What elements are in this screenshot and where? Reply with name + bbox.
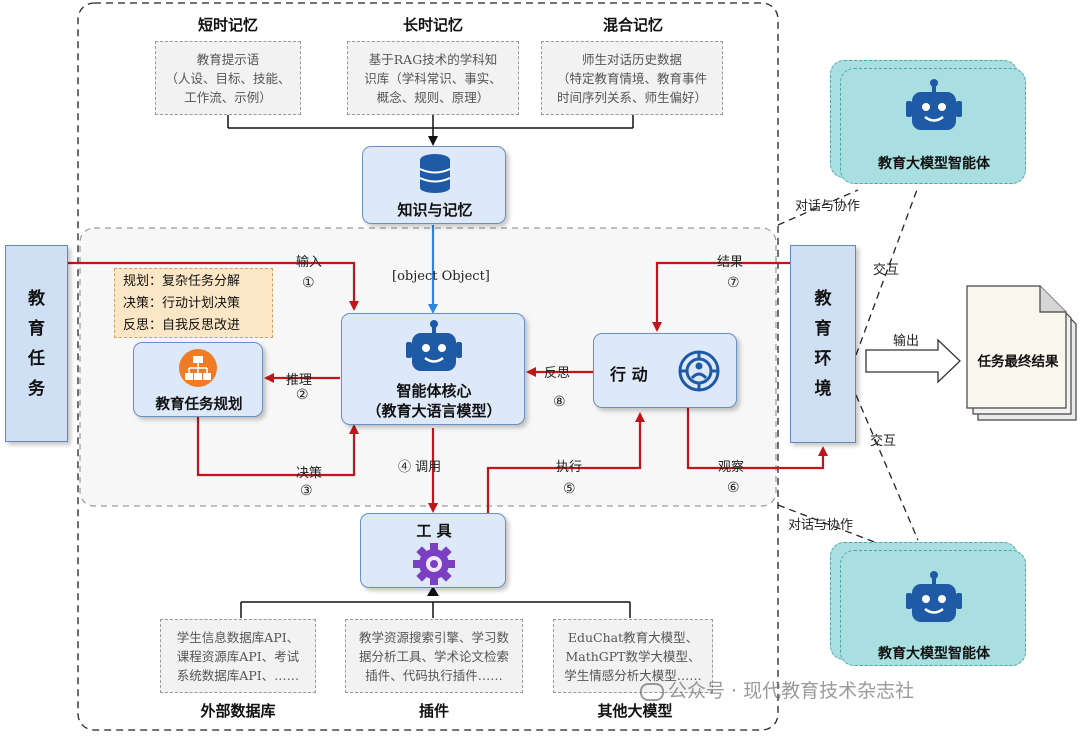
- education-task-box: 教育任务: [5, 245, 68, 442]
- reason-label: 推理: [286, 373, 313, 388]
- external-db-title: 外部数据库: [200, 702, 276, 720]
- plugin-box: 教学资源搜索引擎、学习数 据分析工具、学术论文检索 插件、代码执行插件……: [345, 619, 523, 693]
- mixed-memory-box: 师生对话历史数据 （特定教育情境、教育事件 时间序列关系、师生偏好）: [541, 41, 723, 115]
- final-result-label: 任务最终结果: [977, 354, 1059, 370]
- watermark-text: 公众号 · 现代教育技术杂志社: [668, 680, 915, 702]
- result-number: ⑦: [727, 275, 740, 291]
- dialog-top-label: 对话与协作: [795, 199, 861, 214]
- education-environment-box: 教育环境: [790, 245, 856, 443]
- agent-card-bottom: 教育大模型智能体: [840, 550, 1026, 666]
- plan-note-line: 决策：行动计划决策: [123, 296, 241, 311]
- execute-number: ⑤: [563, 481, 576, 497]
- knowledge-memory-box: 知识与记忆: [362, 146, 506, 224]
- observe-number: ⑥: [727, 480, 740, 496]
- agent-card-top: 教育大模型智能体: [840, 68, 1026, 184]
- interact-top-label: 交互: [873, 263, 900, 278]
- memory-connector: [227, 115, 634, 146]
- plan-note-line: 反思：自我反思改进: [123, 318, 241, 333]
- long-memory-title: 长时记忆: [402, 16, 463, 34]
- observe-label: 观察: [718, 460, 745, 475]
- input-arrow: [68, 261, 359, 311]
- final-result-doc: [966, 285, 1077, 421]
- vertical-char: 境: [814, 379, 832, 399]
- outer-container: [77, 2, 779, 731]
- agent-core-subtitle: （教育大语言模型）: [366, 402, 502, 420]
- plugin-title: 插件: [418, 702, 449, 720]
- agent-core-box: 智能体核心 （教育大语言模型）: [341, 313, 525, 425]
- robot-icon: [906, 79, 962, 130]
- reason-number: ②: [296, 387, 309, 403]
- vertical-char: 育: [28, 318, 45, 339]
- agent-connectors: [777, 186, 919, 549]
- other-models-box: EduChat教育大模型、 MathGPT数学大模型、 学生情感分析大模型……: [553, 619, 713, 693]
- vertical-char: 任: [28, 348, 45, 369]
- output-label: 输出: [893, 334, 920, 349]
- action-target-icon: [678, 350, 720, 392]
- database-icon: [419, 154, 451, 193]
- external-db-box: 学生信息数据库API、 课程资源库API、考试 系统数据库API、……: [160, 619, 316, 693]
- vertical-char: 环: [814, 349, 832, 369]
- reflect-label: 反思: [544, 366, 571, 381]
- output-arrow: [865, 338, 961, 384]
- tools-box: 工 具: [360, 513, 506, 588]
- task-planning-box: 教育任务规划: [133, 342, 263, 417]
- vertical-char: 育: [814, 319, 832, 339]
- vertical-char: 教: [814, 289, 832, 309]
- robot-icon: [406, 320, 462, 371]
- wechat-icon: [640, 682, 664, 701]
- reflect-number: ⑧: [553, 394, 566, 410]
- result-label: 结果: [717, 255, 744, 270]
- other-models-title: 其他大模型: [597, 702, 673, 720]
- gear-icon: [413, 543, 455, 585]
- observe-arrow: [686, 408, 828, 470]
- interact-bottom-label: 交互: [870, 434, 897, 449]
- agent-bottom-label: 教育大模型智能体: [878, 646, 990, 662]
- action-label: 行 动: [610, 365, 648, 384]
- watermark: 公众号 · 现代教育技术杂志社: [640, 676, 914, 703]
- education-task-label: 教育任务: [28, 284, 45, 404]
- retrieve-update-label: [object Object]: [392, 269, 490, 284]
- knowledge-memory-label: 知识与记忆: [397, 201, 473, 219]
- agent-top-label: 教育大模型智能体: [878, 156, 990, 172]
- org-chart-icon: [179, 349, 217, 387]
- planning-note: 规划：复杂任务分解 决策：行动计划决策 反思：自我反思改进: [114, 268, 273, 338]
- tools-label: 工 具: [416, 522, 452, 540]
- result-arrow: [652, 261, 790, 332]
- plan-note-line: 规划：复杂任务分解: [123, 274, 241, 289]
- short-memory-box: 教育提示语 （人设、目标、技能、 工作流、示例）: [155, 41, 301, 115]
- execute-arrow: [486, 412, 645, 513]
- invoke-label: ④ 调用: [398, 460, 442, 475]
- long-memory-box: 基于RAG技术的学科知 识库（学科常识、事实、 概念、规则、原理）: [347, 41, 519, 115]
- vertical-char: 教: [28, 288, 45, 309]
- short-memory-title: 短时记忆: [197, 16, 258, 34]
- input-number: ①: [302, 275, 315, 291]
- education-environment-label: 教育环境: [815, 284, 832, 404]
- vertical-char: 务: [28, 378, 45, 399]
- agent-core-title: 智能体核心: [396, 382, 472, 400]
- mixed-memory-title: 混合记忆: [602, 16, 663, 34]
- dialog-bottom-label: 对话与协作: [788, 518, 854, 533]
- decide-arrow: [196, 417, 359, 477]
- robot-icon: [906, 571, 962, 622]
- decide-number: ③: [300, 483, 313, 499]
- action-box: 行 动: [593, 333, 737, 408]
- input-label: 输入: [296, 255, 323, 270]
- decide-label: 决策: [296, 466, 323, 481]
- task-planning-label: 教育任务规划: [155, 397, 243, 413]
- execute-label: 执行: [556, 460, 583, 475]
